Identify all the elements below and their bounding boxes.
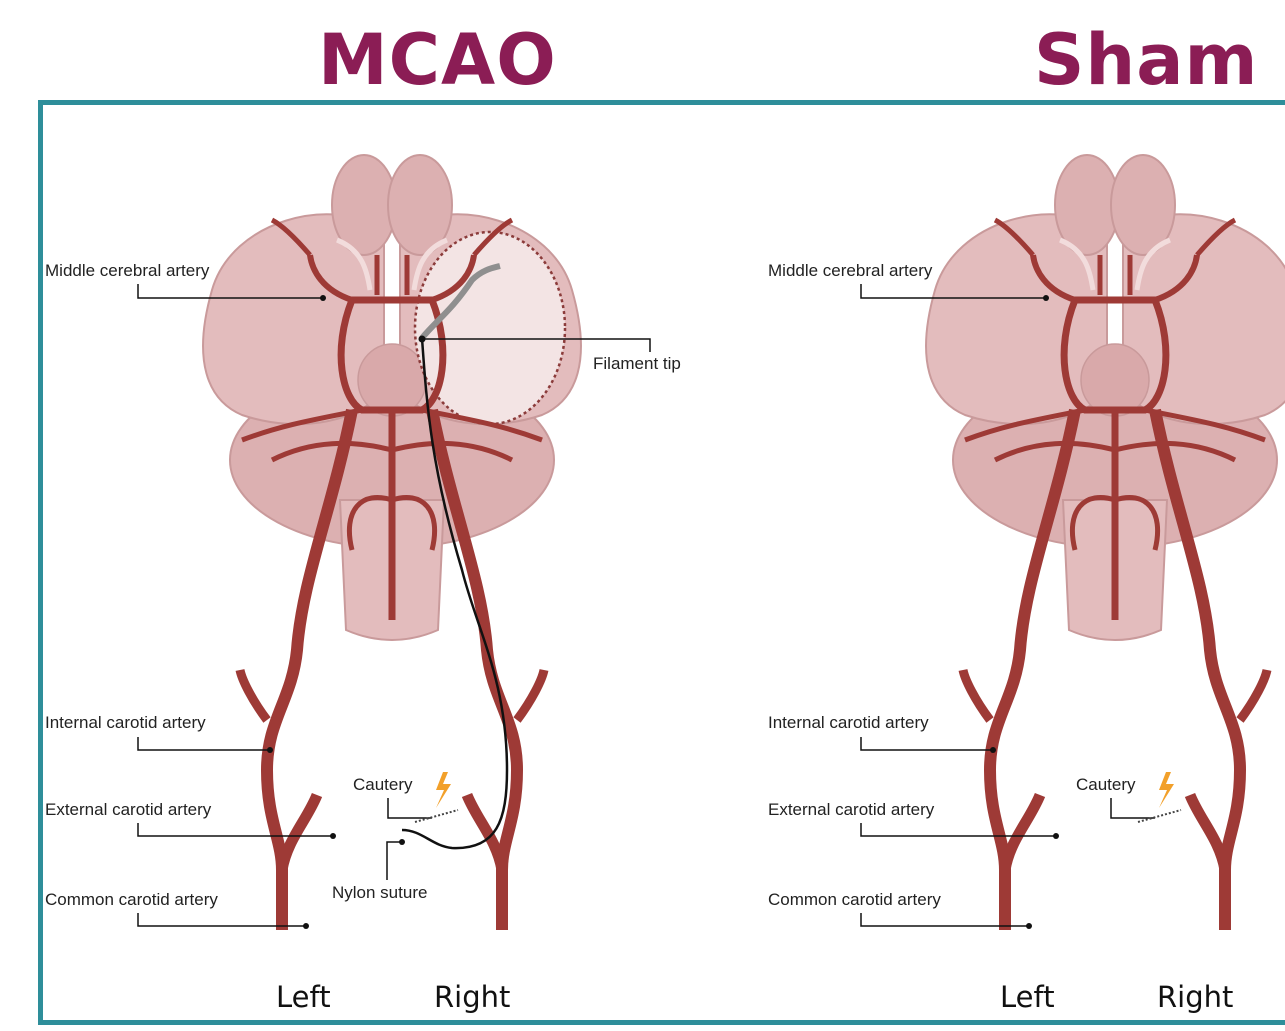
label-cautery-mcao: Cautery xyxy=(353,775,413,794)
label-middle-cerebral-artery-mcao: Middle cerebral artery xyxy=(45,261,210,280)
label-internal-carotid-mcao: Internal carotid artery xyxy=(45,713,206,732)
sham-diagram xyxy=(926,155,1285,930)
label-common-carotid-sham: Common carotid artery xyxy=(768,890,941,909)
label-filament-tip: Filament tip xyxy=(593,354,681,373)
label-internal-carotid-sham: Internal carotid artery xyxy=(768,713,929,732)
leader-ica-sham xyxy=(861,737,993,750)
label-right-sham: Right xyxy=(1157,980,1233,1014)
label-right-mcao: Right xyxy=(434,980,510,1014)
mcao-diagram xyxy=(203,155,581,930)
leader-ica-mcao xyxy=(138,737,270,750)
cautery-mark xyxy=(415,810,458,822)
lightning-icon xyxy=(1159,772,1174,808)
label-external-carotid-sham: External carotid artery xyxy=(768,800,935,819)
label-left-mcao: Left xyxy=(276,980,331,1014)
label-common-carotid-mcao: Common carotid artery xyxy=(45,890,218,909)
cautery-mark xyxy=(1138,810,1181,822)
brain-illustration xyxy=(926,155,1285,640)
label-cautery-sham: Cautery xyxy=(1076,775,1136,794)
leader-cautery-sham xyxy=(1111,798,1155,818)
label-external-carotid-mcao: External carotid artery xyxy=(45,800,212,819)
leader-nylon xyxy=(387,842,402,880)
label-left-sham: Left xyxy=(1000,980,1055,1014)
label-middle-cerebral-artery-sham: Middle cerebral artery xyxy=(768,261,933,280)
leader-cautery-mcao xyxy=(388,798,432,818)
label-nylon-suture: Nylon suture xyxy=(332,883,427,902)
lightning-icon xyxy=(436,772,451,808)
